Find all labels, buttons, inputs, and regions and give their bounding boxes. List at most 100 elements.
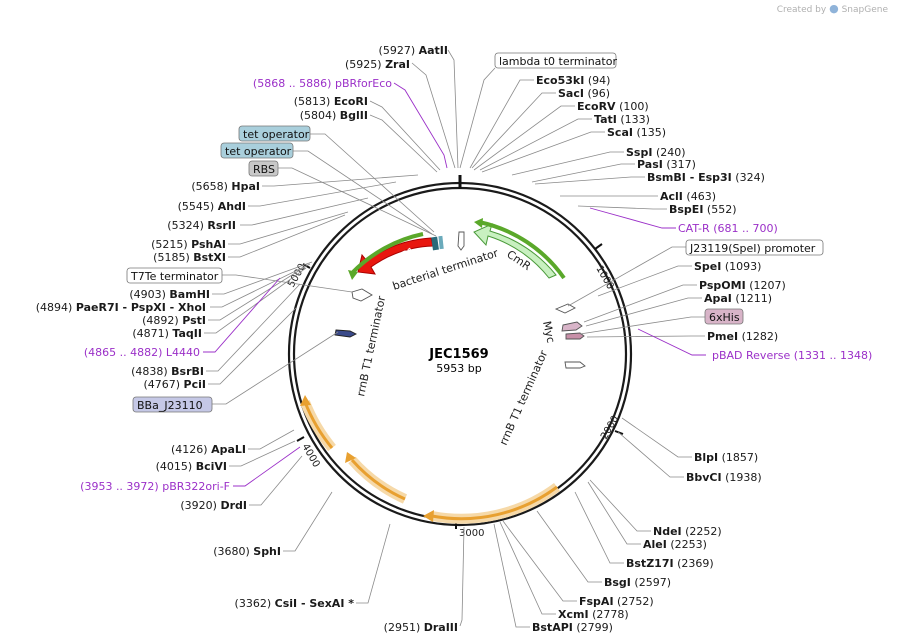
bba-j23110-glyph xyxy=(334,329,358,338)
enzyme-pcii[interactable]: (4767) PciI xyxy=(143,378,206,391)
myc-glyph xyxy=(561,321,583,332)
box-t7te-terminator[interactable]: T7Te terminator xyxy=(126,267,223,284)
svg-text:tet operator: tet operator xyxy=(225,145,292,158)
leader-alei xyxy=(587,481,641,545)
snapgene-logo-icon: ● xyxy=(829,2,839,15)
svg-text:BBa_J23110: BBa_J23110 xyxy=(137,399,203,412)
enzyme-sspi[interactable]: SspI (240) xyxy=(626,146,686,159)
enzyme-apai[interactable]: ApaI (1211) xyxy=(704,292,772,305)
box-j23119-promoter[interactable]: J23119(SpeI) promoter xyxy=(685,239,824,256)
svg-text:lambda t0 terminator: lambda t0 terminator xyxy=(499,55,617,68)
leader-pasi xyxy=(531,163,635,183)
primer-l4440[interactable]: (4865 .. 4882) L4440 xyxy=(84,346,200,359)
enzyme-rsrii[interactable]: (5324) RsrII xyxy=(167,219,236,232)
enzyme-hpai[interactable]: (5658) HpaI xyxy=(191,180,260,193)
enzyme-ecori[interactable]: (5813) EcoRI xyxy=(294,95,368,108)
enzyme-ahdi[interactable]: (5545) AhdI xyxy=(178,200,246,213)
enzyme-drdi[interactable]: (3920) DrdI xyxy=(180,499,247,512)
green-arc-left-arrowhead xyxy=(348,270,358,280)
enzyme-pspomi[interactable]: PspOMI (1207) xyxy=(699,279,786,292)
enzyme-taqii[interactable]: (4871) TaqII xyxy=(132,327,202,340)
enzyme-bstxi[interactable]: (5185) BstXI xyxy=(153,251,226,264)
enzyme-xcmi[interactable]: XcmI (2778) xyxy=(558,608,629,621)
rbs-block xyxy=(431,236,439,251)
orange-arc-bottom-line xyxy=(431,485,558,521)
leader-l4440 xyxy=(203,277,281,353)
leader-taqii xyxy=(204,267,307,334)
j23119-glyph xyxy=(554,303,576,314)
enzyme-spei[interactable]: SpeI (1093) xyxy=(694,260,761,273)
box-lambda-t0[interactable]: lambda t0 terminator xyxy=(494,52,617,69)
primer-pbr322ori-f[interactable]: (3953 .. 3972) pBR322ori-F xyxy=(80,480,230,493)
enzyme-tati[interactable]: TatI (133) xyxy=(594,113,650,126)
enzyme-blpi[interactable]: BlpI (1857) xyxy=(694,451,758,464)
enzyme-bbvci[interactable]: BbvCI (1938) xyxy=(686,471,762,484)
enzyme-paer7i[interactable]: (4894) PaeR7I - PspXI - XhoI xyxy=(36,301,206,314)
enzyme-zrai[interactable]: (5925) ZraI xyxy=(345,58,410,71)
enzyme-draiii[interactable]: (2951) DraIII xyxy=(384,621,458,634)
leader-apali xyxy=(248,429,295,450)
enzyme-apali[interactable]: (4126) ApaLI xyxy=(171,443,246,456)
box-tet-operator-1[interactable]: tet operator xyxy=(238,125,311,142)
leader-bspei xyxy=(577,205,667,210)
svg-text:J23119(SpeI) promoter: J23119(SpeI) promoter xyxy=(689,242,816,255)
enzyme-bspei[interactable]: BspEI (552) xyxy=(669,203,737,216)
enzyme-ecorv[interactable]: EcoRV (100) xyxy=(577,100,649,113)
enzyme-psti[interactable]: (4892) PstI xyxy=(142,314,206,327)
primer-pbrforeco[interactable]: (5868 .. 5886) pBRforEco xyxy=(253,77,392,90)
leader-blpi xyxy=(621,417,692,458)
enzyme-scai[interactable]: ScaI (135) xyxy=(607,126,666,139)
leader-tet-op-1 xyxy=(310,133,435,233)
enzyme-fspai[interactable]: FspAI (2752) xyxy=(579,595,654,608)
enzyme-bglii[interactable]: (5804) BglII xyxy=(300,109,368,122)
leader-ahdi xyxy=(248,181,397,207)
6xhis-glyph xyxy=(565,332,585,340)
enzyme-bstapi[interactable]: BstAPI (2799) xyxy=(532,621,613,634)
leader-bba xyxy=(212,331,339,405)
svg-text:6xHis: 6xHis xyxy=(709,311,740,324)
leader-pshai xyxy=(228,211,349,245)
enzyme-saci[interactable]: SacI (96) xyxy=(558,87,610,100)
leader-pcii xyxy=(208,307,297,385)
leader-rsrii xyxy=(240,197,369,226)
enzyme-ndei[interactable]: NdeI (2252) xyxy=(653,525,722,538)
leader-bstz17i xyxy=(574,491,624,564)
enzyme-pasi[interactable]: PasI (317) xyxy=(637,158,696,171)
primer-cat-r[interactable]: CAT-R (681 .. 700) xyxy=(678,222,778,235)
enzyme-pmei[interactable]: PmeI (1282) xyxy=(707,330,778,343)
enzyme-bsgi[interactable]: BsgI (2597) xyxy=(604,576,671,589)
leader-bglii xyxy=(369,114,438,173)
enzyme-bcivi[interactable]: (4015) BciVI xyxy=(156,460,227,473)
enzyme-bsrbi[interactable]: (4838) BsrBI xyxy=(131,365,204,378)
box-tet-operator-2[interactable]: tet operator xyxy=(220,142,294,159)
enzyme-eco53ki[interactable]: Eco53kI (94) xyxy=(536,74,610,87)
enzyme-bsmbi[interactable]: BsmBI - Esp3I (324) xyxy=(647,171,765,184)
leader-j23119 xyxy=(567,246,686,307)
box-rbs[interactable]: RBS xyxy=(248,160,279,177)
rrnb-right-glyph xyxy=(564,361,586,369)
enzyme-bstz17i[interactable]: BstZ17I (2369) xyxy=(626,557,714,570)
tick-4000: 4000 xyxy=(299,442,321,470)
leader-pbad xyxy=(637,328,706,356)
leader-psti xyxy=(208,264,309,321)
leader-ecorv xyxy=(473,105,575,171)
enzyme-csii[interactable]: (3362) CsiI - SexAI * xyxy=(235,597,355,610)
enzyme-aatii[interactable]: (5927) AatII xyxy=(379,44,448,57)
enzyme-alei[interactable]: AleI (2253) xyxy=(643,538,707,551)
primer-pbad-reverse[interactable]: pBAD Reverse (1331 .. 1348) xyxy=(712,349,872,362)
box-bba-j23110[interactable]: BBa_J23110 xyxy=(132,396,213,413)
enzyme-sphi[interactable]: (3680) SphI xyxy=(213,545,281,558)
orange-arc-upper-head xyxy=(300,395,311,406)
tet-block xyxy=(438,235,444,250)
leader-sspi xyxy=(511,151,624,176)
box-6xhis[interactable]: 6xHis xyxy=(704,308,744,325)
enzyme-bamhi[interactable]: (4903) BamHI xyxy=(129,288,210,301)
cmr-feature[interactable] xyxy=(473,223,557,279)
enzyme-pshai[interactable]: (5215) PshAI xyxy=(151,238,226,251)
enzyme-labels-right: Eco53kI (94) SacI (96) EcoRV (100) TatI … xyxy=(532,74,786,634)
leader-paer7i xyxy=(210,263,311,308)
enzyme-acli[interactable]: AclI (463) xyxy=(660,190,716,203)
leader-pmei xyxy=(586,335,705,338)
green-arc-left xyxy=(351,232,424,274)
